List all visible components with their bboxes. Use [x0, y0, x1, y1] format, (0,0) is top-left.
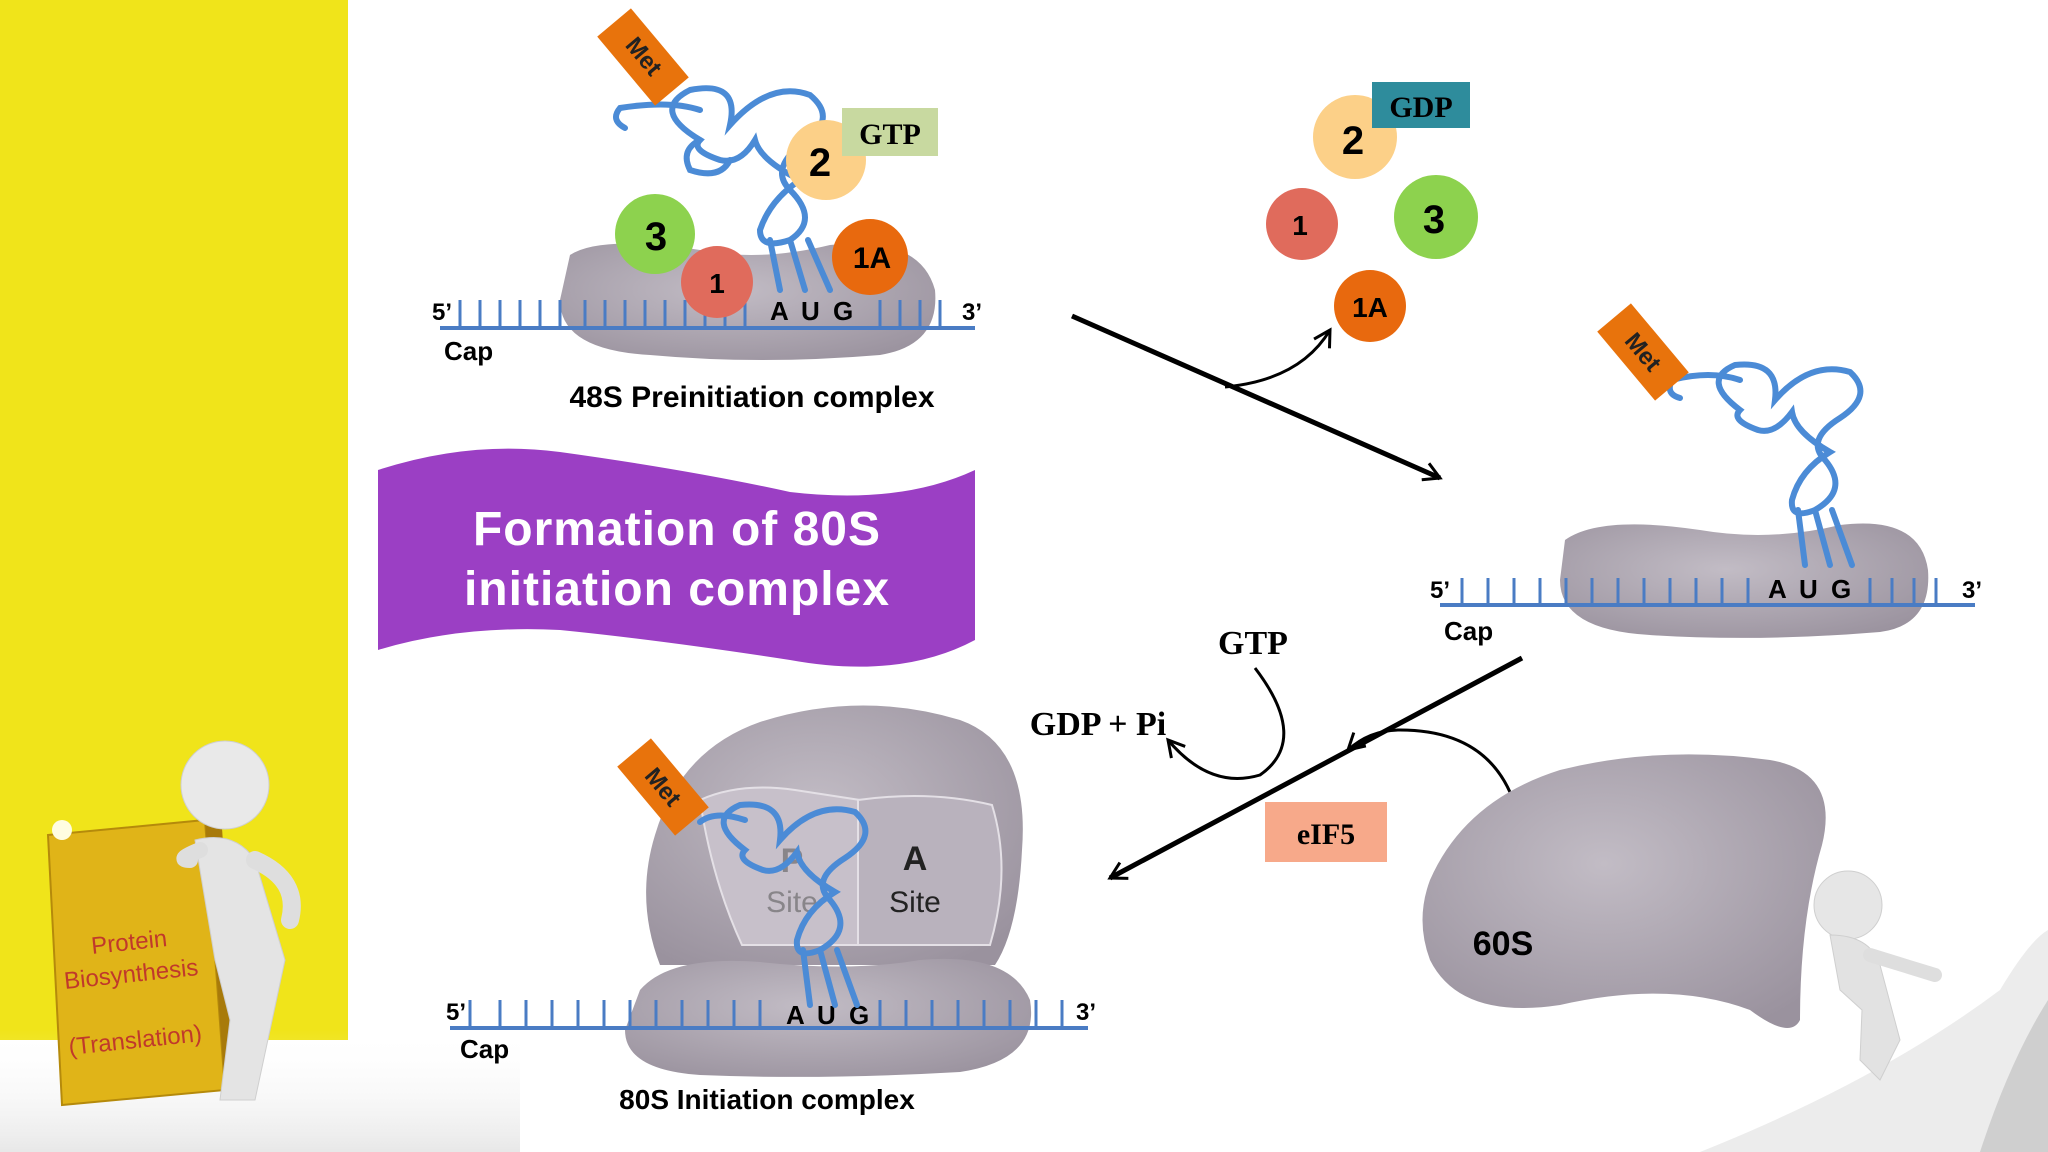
released-factor-1 [1266, 188, 1338, 260]
cap-label: Cap [444, 336, 493, 366]
five-prime-label: 5’ [432, 299, 452, 326]
label-60s: 60S [1473, 925, 1534, 963]
mrna-ticks-80s [468, 1000, 1064, 1028]
banner-line1: Formation of 80S [473, 503, 881, 556]
a-site-word: Site [889, 886, 941, 919]
gtp-label: GTP [1218, 625, 1288, 662]
ribosome-40s-80s [625, 958, 1032, 1077]
arrow-release [1070, 313, 1443, 482]
factor-3 [615, 194, 695, 274]
svg-text:3’: 3’ [1962, 577, 1982, 604]
a-site-letter: A [903, 840, 928, 878]
released-factor-1a [1334, 270, 1406, 342]
svg-text:Cap: Cap [1444, 616, 1493, 646]
trna [613, 85, 833, 293]
complex-48s: 5’ 3’ Cap A U G Met 2 GTP 3 1 1A 48S Pre… [432, 8, 982, 414]
met-tag-right: Met [1597, 303, 1689, 401]
a-site [857, 795, 1003, 946]
page-curl [1700, 930, 2048, 1152]
gdp-pi-label: GDP + Pi [1030, 706, 1166, 743]
svg-text:3: 3 [1423, 198, 1445, 242]
figure-head [180, 740, 270, 830]
mrna-ticks [458, 300, 942, 328]
arrow-joining [1107, 655, 1524, 881]
svg-text:3’: 3’ [1076, 999, 1096, 1026]
complex-40s-trna: 5’ 3’ Cap A U G Met [1430, 303, 1982, 646]
banner-line2: initiation complex [464, 563, 890, 616]
gtp-box [842, 108, 938, 156]
svg-text:2: 2 [1342, 119, 1364, 163]
svg-text:1A: 1A [1352, 292, 1388, 323]
eif5-box [1265, 802, 1387, 862]
svg-text:2: 2 [809, 141, 831, 185]
aug-codon: A U G [770, 296, 856, 326]
svg-text:1: 1 [709, 268, 725, 299]
svg-text:eIF5: eIF5 [1297, 818, 1355, 851]
svg-text:GTP: GTP [859, 118, 921, 151]
caption-48s: 48S Preinitiation complex [569, 381, 934, 414]
figure-right [1813, 870, 1942, 1081]
subunit-60s [1422, 754, 1826, 1028]
met-tag: Met [597, 8, 689, 106]
released-factors: 2 GDP 1 3 1A [1266, 82, 1478, 342]
title-banner: Formation of 80S initiation complex [378, 448, 975, 667]
arrow-factor-release [1224, 327, 1332, 389]
svg-text:A U G: A U G [1768, 574, 1854, 604]
arrow-60s-join [1345, 728, 1517, 806]
caption-80s: 80S Initiation complex [619, 1084, 915, 1115]
svg-text:1A: 1A [853, 242, 891, 275]
trna-80s [697, 801, 869, 1008]
factor-1 [681, 246, 753, 318]
three-prime-label: 3’ [962, 299, 982, 326]
mrna-ticks-right [1460, 578, 1938, 605]
svg-text:Cap: Cap [460, 1034, 509, 1064]
book-illustration: Protein Biosynthesis (Translation) [46, 740, 301, 1107]
svg-text:5’: 5’ [446, 999, 466, 1026]
arrow-gtp-hydrolysis [1166, 667, 1286, 780]
svg-text:5’: 5’ [1430, 577, 1450, 604]
svg-text:GDP: GDP [1389, 91, 1452, 124]
released-factor-3 [1394, 175, 1478, 259]
complex-80s: 5’ 3’ Cap A U G P Site A Site Met 80S In… [446, 705, 1096, 1115]
ribosome-40s-right [1560, 523, 1929, 638]
gdp-box [1372, 82, 1470, 128]
svg-text:1: 1 [1292, 210, 1308, 241]
svg-text:3: 3 [645, 215, 667, 259]
factor-1a [832, 219, 908, 295]
